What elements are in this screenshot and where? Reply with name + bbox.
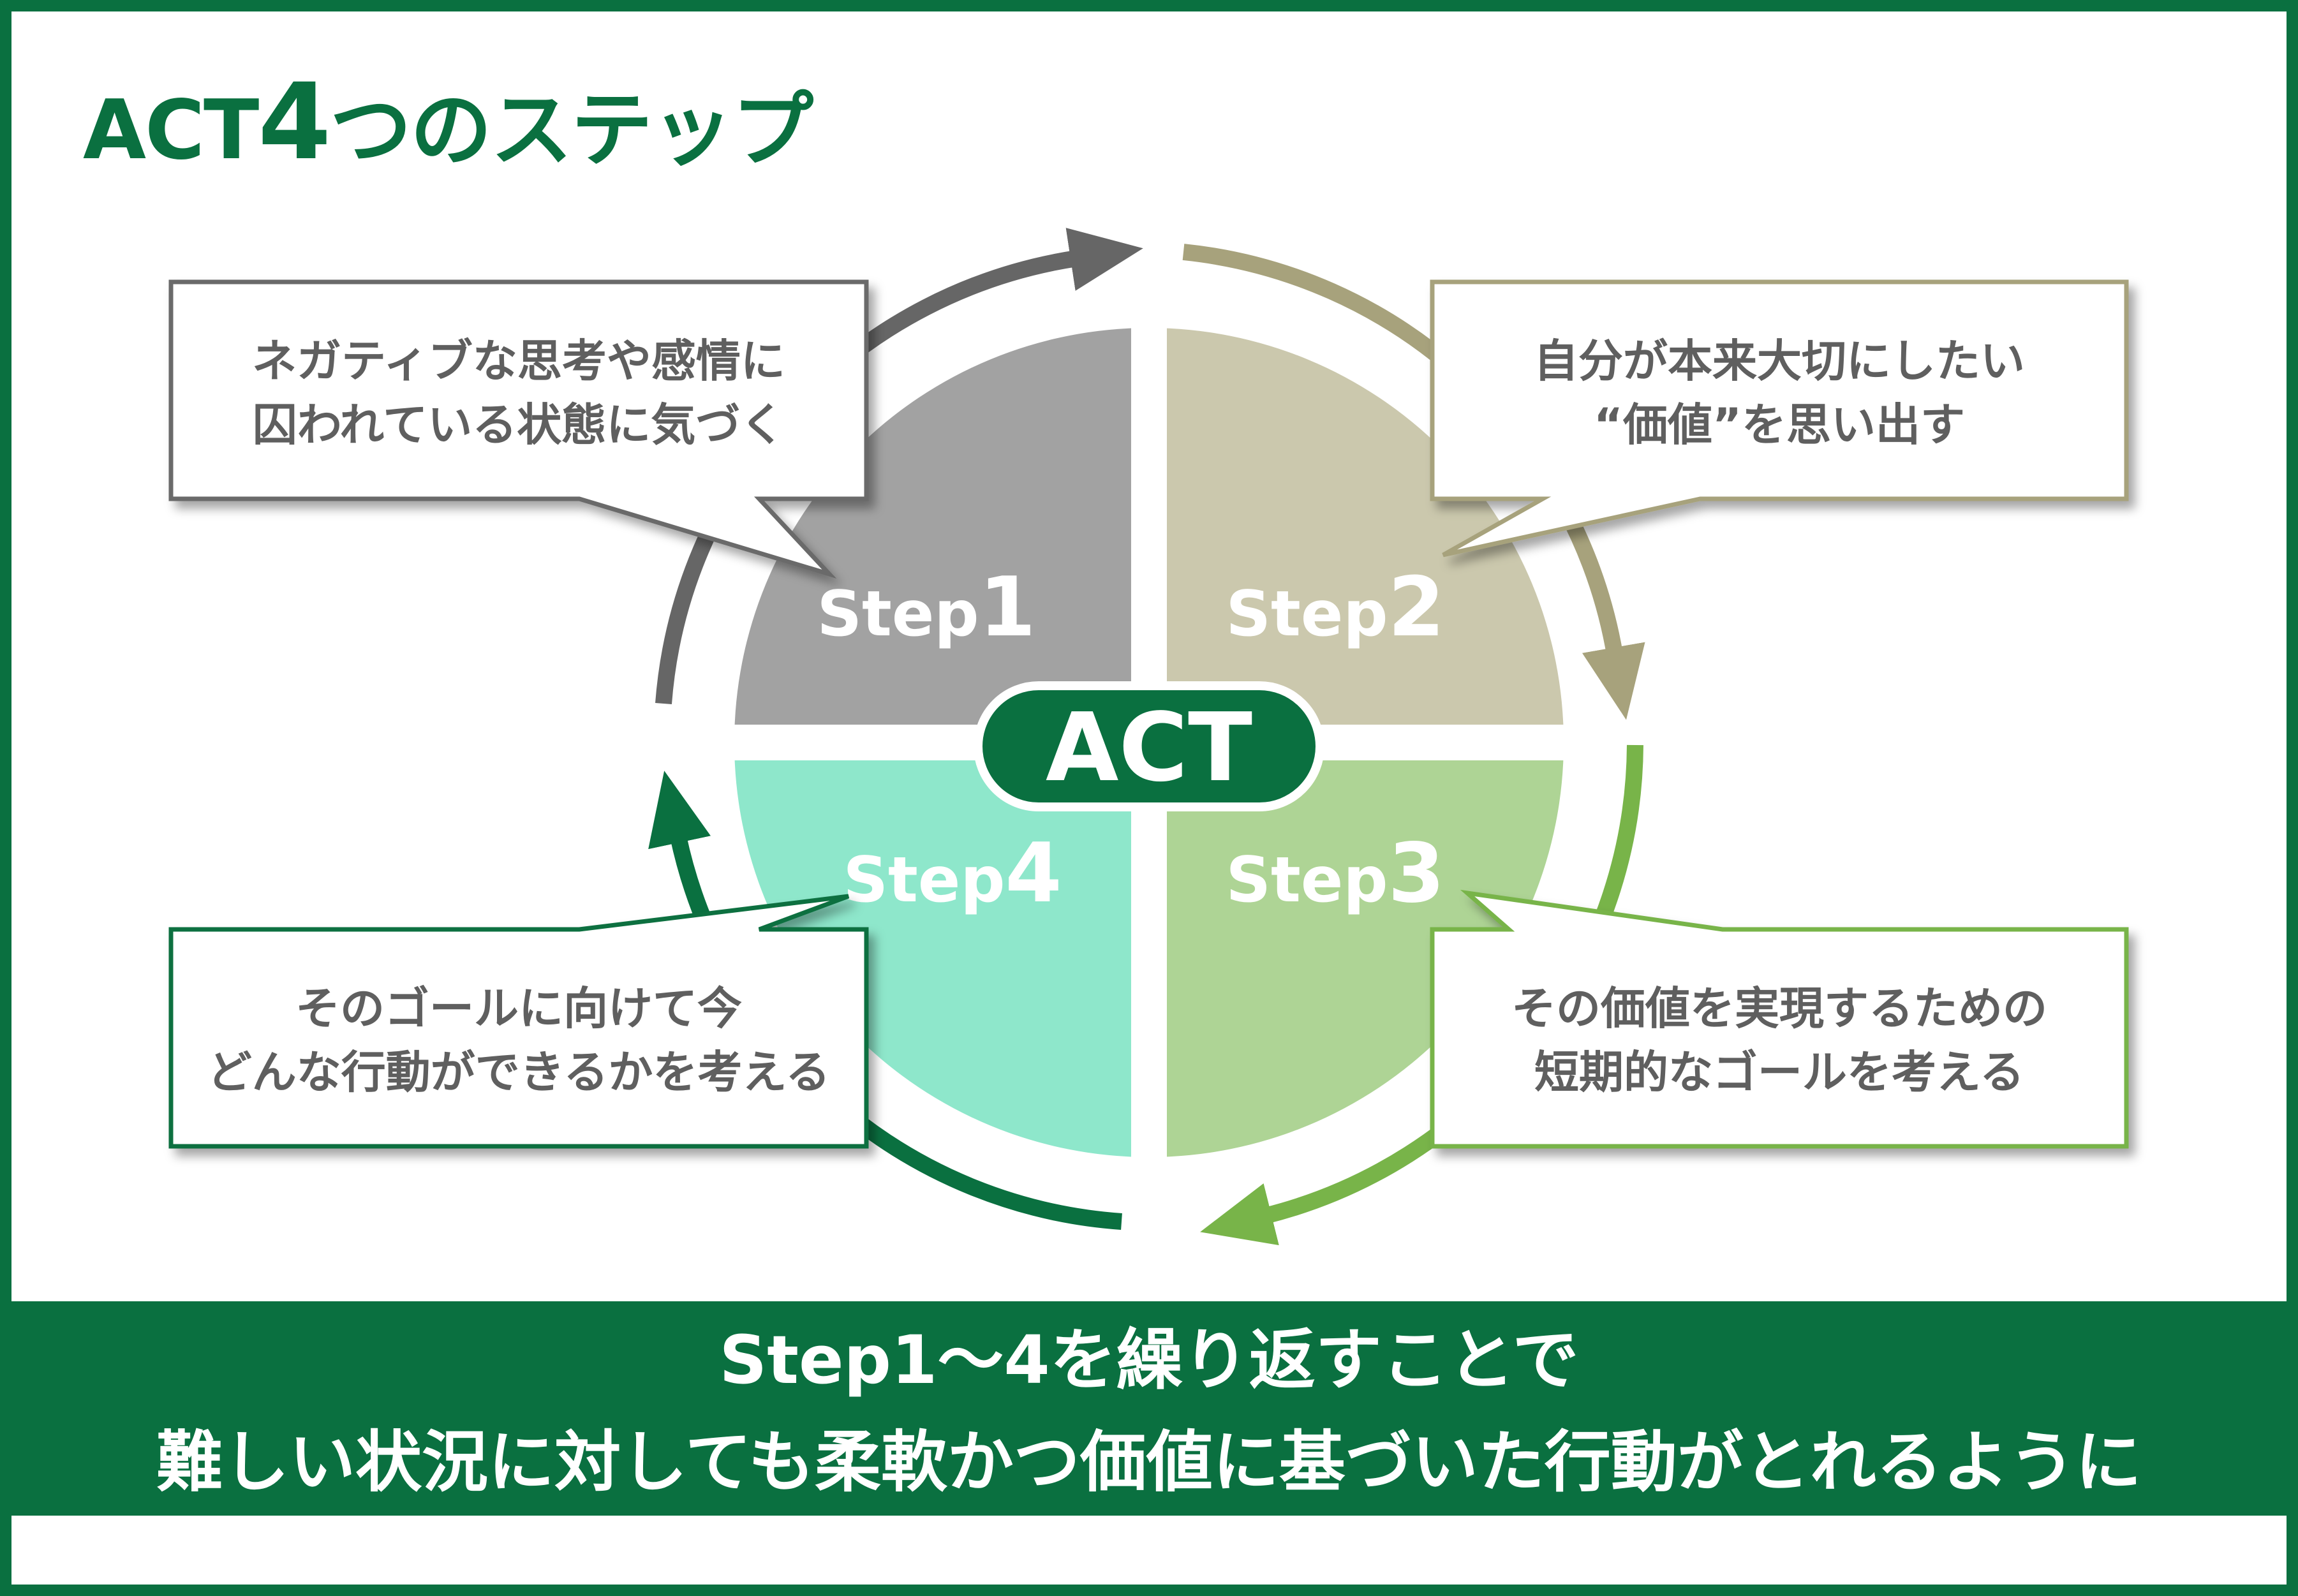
step4-label: Step4 xyxy=(843,826,1062,921)
callout-step4-line2: どんな行動ができるかを考える xyxy=(207,1046,831,1098)
callout-step3 xyxy=(1430,889,2129,1149)
callout-step3-line2: 短期的なゴールを考える xyxy=(1534,1046,2024,1098)
act-center-badge: ACT xyxy=(974,681,1324,811)
act-cycle-diagram: Step1 Step2 Step3 Step4 ACT ネガティブな思考や感情に… xyxy=(168,228,2129,1246)
step1-label: Step1 xyxy=(817,560,1035,655)
step3-label: Step3 xyxy=(1226,826,1444,921)
act-center-label: ACT xyxy=(1046,693,1252,802)
callout-step1-line2: 囚われている状態に気づく xyxy=(253,399,785,451)
callout-step4 xyxy=(168,894,869,1149)
summary-line2: 難しい状況に対しても柔軟かつ価値に基づいた行動がとれるように xyxy=(156,1423,2142,1501)
title-suffix: つのステップ xyxy=(330,83,813,178)
callout-step2-line1: 自分が本来大切にしたい xyxy=(1534,335,2025,387)
callout-step1 xyxy=(168,279,869,579)
callout-step3-line1: その価値を実現するための xyxy=(1511,982,2047,1035)
callout-step2 xyxy=(1430,279,2129,558)
page-title: ACT4つのステップ xyxy=(83,61,813,183)
summary-line1: Step1～4を繰り返すことで xyxy=(719,1321,1579,1399)
callout-step4-line1: そのゴールに向けて今 xyxy=(295,982,742,1035)
title-number: 4 xyxy=(258,61,331,183)
callout-step2-line2: “価値”を思い出す xyxy=(1594,399,1965,451)
summary-banner: Step1～4を繰り返すことで 難しい状況に対しても柔軟かつ価値に基づいた行動が… xyxy=(11,1301,2287,1516)
step2-label: Step2 xyxy=(1226,560,1444,655)
title-prefix: ACT xyxy=(83,83,259,178)
callout-step1-line1: ネガティブな思考や感情に xyxy=(252,335,785,387)
